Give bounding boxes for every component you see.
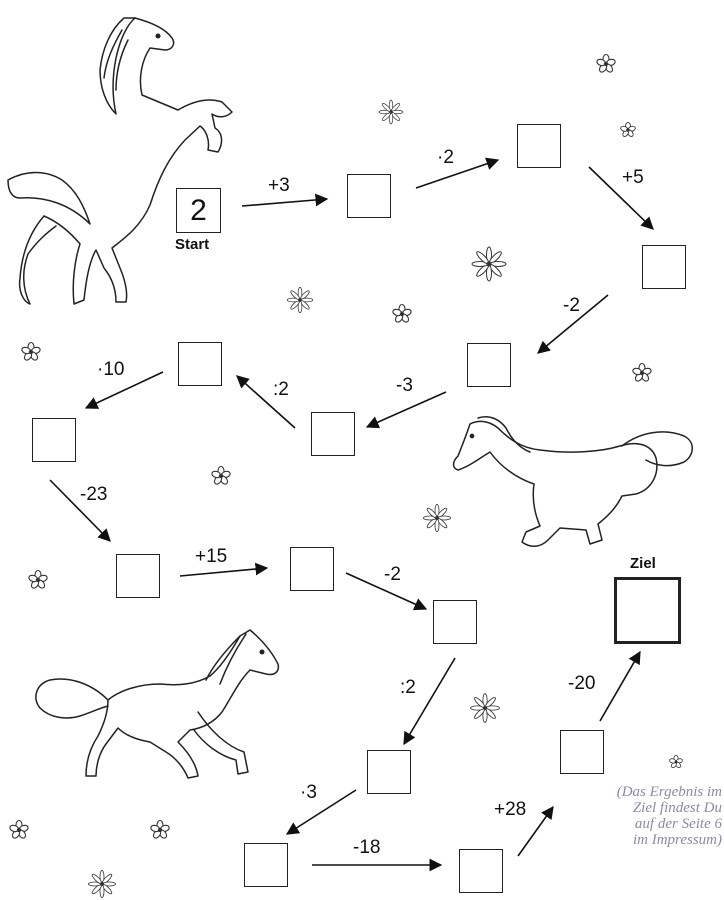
answer-box-12[interactable] (244, 843, 288, 887)
horse-galloping-icon (454, 417, 693, 547)
operation-label: -20 (568, 674, 595, 693)
note-line: (Das Ergebnis im (562, 784, 722, 800)
operation-label: -3 (396, 376, 413, 395)
arrow-15 (600, 652, 640, 721)
arrow-2 (416, 160, 498, 188)
answer-box-6[interactable] (178, 342, 222, 386)
note-line: auf der Seite 6 (562, 816, 722, 832)
arrow-5 (367, 392, 446, 427)
start-box: 2 (176, 188, 221, 233)
operation-label: ·2 (437, 148, 454, 167)
operation-label: :2 (273, 380, 289, 399)
start-value: 2 (190, 194, 207, 228)
arrow-1 (242, 199, 327, 206)
horse-rearing-icon (8, 18, 232, 304)
answer-box-10[interactable] (433, 600, 477, 644)
operation-label: :2 (400, 678, 416, 697)
operation-label: -2 (563, 296, 580, 315)
arrow-11 (404, 658, 455, 744)
answer-box-13[interactable] (459, 849, 503, 893)
answer-box-9[interactable] (290, 547, 334, 591)
operation-label: +3 (268, 176, 290, 195)
operation-label: ·10 (97, 360, 124, 379)
arrow-9 (180, 568, 267, 576)
answer-box-2[interactable] (517, 124, 561, 168)
goal-label: Ziel (630, 556, 656, 571)
operation-label: ·3 (300, 783, 317, 802)
operation-label: -23 (80, 485, 107, 504)
operation-label: +15 (195, 547, 227, 566)
answer-box-8[interactable] (116, 554, 160, 598)
goal-box[interactable] (614, 577, 681, 644)
operation-label: +5 (622, 168, 644, 187)
operation-label: -2 (384, 565, 401, 584)
answer-box-7[interactable] (32, 418, 76, 462)
solution-note: (Das Ergebnis im Ziel findest Du auf der… (562, 784, 722, 848)
answer-box-3[interactable] (642, 245, 686, 289)
note-line: im Impressum) (562, 832, 722, 848)
answer-box-14[interactable] (560, 730, 604, 774)
start-label: Start (175, 237, 209, 252)
arrow-12 (287, 790, 356, 834)
answer-box-1[interactable] (347, 174, 391, 218)
answer-box-11[interactable] (367, 750, 411, 794)
note-line: Ziel findest Du (562, 800, 722, 816)
horse-running-icon (36, 630, 278, 778)
operation-label: +28 (494, 800, 526, 819)
operation-label: -18 (353, 838, 380, 857)
answer-box-4[interactable] (467, 343, 511, 387)
answer-box-5[interactable] (311, 412, 355, 456)
